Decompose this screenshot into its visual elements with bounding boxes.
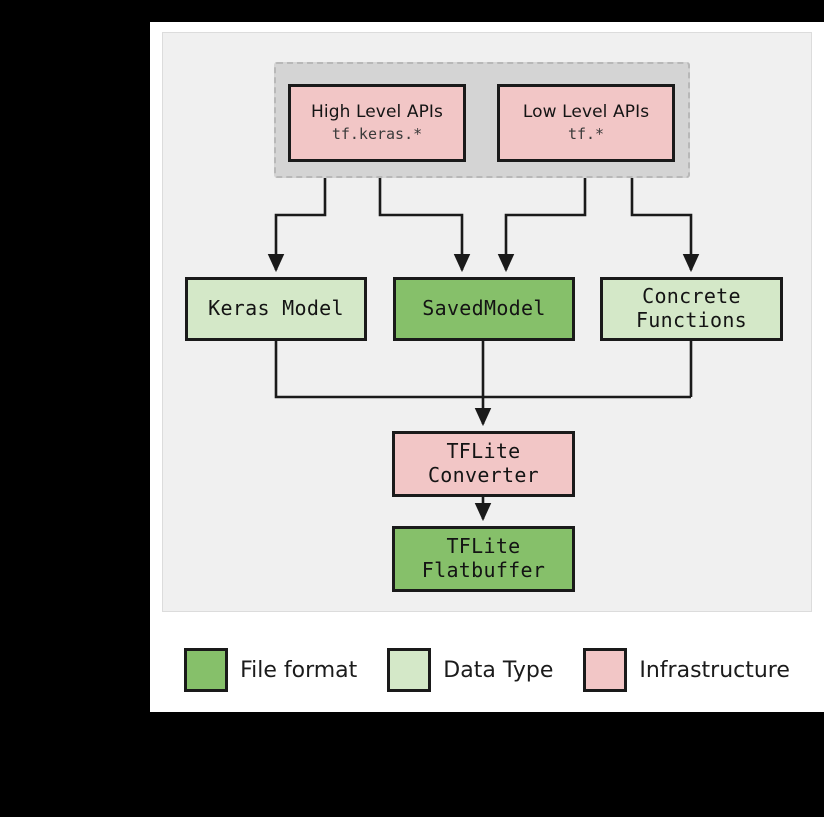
node-title: Low Level APIs — [522, 102, 650, 123]
node-high-level-apis[interactable]: High Level APIs tf.keras.* — [288, 84, 466, 162]
node-subtitle: tf.* — [567, 125, 605, 144]
node-keras-model[interactable]: Keras Model — [185, 277, 367, 341]
legend-item-file-format: File format — [184, 648, 357, 692]
node-low-level-apis[interactable]: Low Level APIs tf.* — [497, 84, 675, 162]
node-title: Keras Model — [208, 296, 344, 321]
node-savedmodel[interactable]: SavedModel — [393, 277, 575, 341]
legend-swatch-data-type — [387, 648, 432, 692]
node-title-line2: Flatbuffer — [421, 558, 546, 582]
node-title-line2: Functions — [635, 308, 748, 332]
node-concrete-functions[interactable]: Concrete Functions — [600, 277, 783, 341]
legend-swatch-infrastructure — [583, 648, 628, 692]
node-tflite-converter[interactable]: TFLite Converter — [392, 431, 575, 497]
legend-item-infrastructure: Infrastructure — [583, 648, 790, 692]
legend-label: Infrastructure — [639, 657, 790, 683]
node-title: Concrete — [642, 284, 741, 309]
node-title: TFLite — [446, 534, 521, 559]
legend-swatch-file-format — [184, 648, 229, 692]
legend-label: Data Type — [443, 657, 554, 683]
node-title: High Level APIs — [310, 102, 443, 123]
legend: File format Data Type Infrastructure — [150, 636, 824, 704]
node-tflite-flatbuffer[interactable]: TFLite Flatbuffer — [392, 526, 575, 592]
node-title-line2: Converter — [427, 463, 540, 487]
legend-item-data-type: Data Type — [387, 648, 553, 692]
node-title: SavedModel — [422, 296, 546, 321]
node-subtitle: tf.keras.* — [331, 125, 423, 144]
legend-label: File format — [240, 657, 358, 683]
node-title: TFLite — [446, 439, 521, 464]
